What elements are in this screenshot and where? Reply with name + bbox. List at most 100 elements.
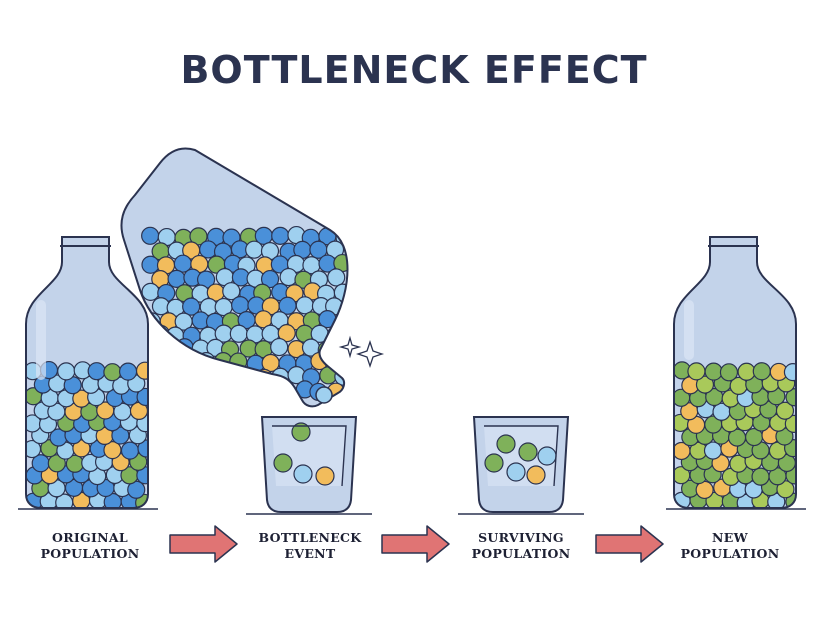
ball xyxy=(783,363,796,382)
ball xyxy=(151,324,170,344)
new-population-bottle xyxy=(673,236,797,509)
ball xyxy=(704,362,723,381)
ball xyxy=(47,454,66,473)
ball xyxy=(181,381,200,400)
ball xyxy=(189,367,209,386)
stage-label-surviving: SURVIVING POPULATION xyxy=(441,530,601,562)
ball xyxy=(206,368,225,387)
arrow-right-icon xyxy=(169,525,238,563)
ball xyxy=(775,401,795,420)
stage-label-line: POPULATION xyxy=(471,546,571,561)
ball xyxy=(197,381,216,400)
ball xyxy=(120,441,140,460)
ball xyxy=(230,380,249,399)
ball xyxy=(103,363,122,382)
original-population-bottle xyxy=(25,236,149,509)
pouring-bottle xyxy=(120,147,349,408)
ball xyxy=(737,362,756,381)
ball xyxy=(159,339,178,358)
stage-label-line: ORIGINAL xyxy=(52,530,128,545)
glass-inner-outline xyxy=(272,425,347,487)
ball-cluster-new xyxy=(674,361,796,508)
stage-label-original: ORIGINAL POPULATION xyxy=(10,530,170,562)
ball xyxy=(57,362,76,381)
ball xyxy=(279,267,298,287)
bottle-outline xyxy=(673,236,797,509)
stage-label-line: NEW xyxy=(712,530,748,545)
bottle-outline xyxy=(25,236,149,509)
ball xyxy=(506,462,526,482)
ball xyxy=(271,226,290,245)
ball xyxy=(237,368,256,387)
ball xyxy=(295,296,314,315)
ball xyxy=(293,464,313,484)
ball xyxy=(173,368,192,387)
stage-label-line: EVENT xyxy=(284,546,336,561)
ball xyxy=(291,422,311,442)
ball xyxy=(87,362,106,381)
ball xyxy=(165,380,184,400)
ball xyxy=(189,227,208,246)
ball xyxy=(263,380,282,399)
ball xyxy=(199,240,218,259)
ball-cluster-event xyxy=(273,422,335,486)
ball xyxy=(751,467,770,486)
ball xyxy=(273,453,293,473)
ball xyxy=(141,226,160,245)
ball xyxy=(136,387,148,407)
sparkle-large xyxy=(355,339,385,369)
ball xyxy=(135,361,148,380)
ball xyxy=(335,312,348,331)
glass-inner-outline xyxy=(484,425,559,487)
ball xyxy=(315,466,335,486)
falling-ball xyxy=(315,386,333,404)
ball xyxy=(229,324,248,343)
ball xyxy=(141,282,160,301)
ball xyxy=(182,354,202,373)
stage-label-line: SURVIVING xyxy=(478,530,564,545)
ball xyxy=(151,381,170,400)
bottleneck-event-glass xyxy=(260,416,358,513)
glass-highlight xyxy=(684,300,694,360)
ball xyxy=(484,453,504,473)
stage-label-bottleneck: BOTTLENECK EVENT xyxy=(230,530,390,562)
ball xyxy=(167,354,186,373)
ball xyxy=(327,268,346,287)
ball xyxy=(518,442,538,462)
ball xyxy=(277,324,296,343)
ball xyxy=(526,465,546,485)
ball-cluster-pouring xyxy=(141,225,348,402)
ball xyxy=(137,439,148,458)
glass-outline xyxy=(260,416,358,513)
ball-cluster-original xyxy=(26,360,148,508)
ball xyxy=(776,480,795,499)
arrow-right-icon xyxy=(381,525,450,563)
ball-cluster-surviving xyxy=(484,434,557,485)
stage-label-new: NEW POPULATION xyxy=(650,530,810,562)
stage-label-line: BOTTLENECK xyxy=(258,530,362,545)
ball xyxy=(141,255,160,274)
ball xyxy=(158,366,177,386)
stage-label-line: POPULATION xyxy=(40,546,140,561)
ball xyxy=(247,382,266,401)
ball xyxy=(214,381,233,400)
pouring-bottle-outline xyxy=(120,147,349,408)
glass-highlight xyxy=(36,300,46,380)
sparkle-small xyxy=(338,335,362,359)
arrow-right-icon xyxy=(595,525,664,563)
ball xyxy=(785,388,796,407)
ball xyxy=(496,434,516,454)
ball xyxy=(537,446,557,466)
ball xyxy=(270,337,289,357)
ball xyxy=(695,375,715,394)
ball xyxy=(245,240,264,259)
surviving-population-glass xyxy=(472,416,570,513)
ball xyxy=(752,362,771,381)
ball xyxy=(687,362,706,381)
stage-label-line: POPULATION xyxy=(680,546,780,561)
ball xyxy=(784,414,796,433)
ball xyxy=(260,269,280,289)
diagram-title: BOTTLENECK EFFECT xyxy=(180,48,648,92)
